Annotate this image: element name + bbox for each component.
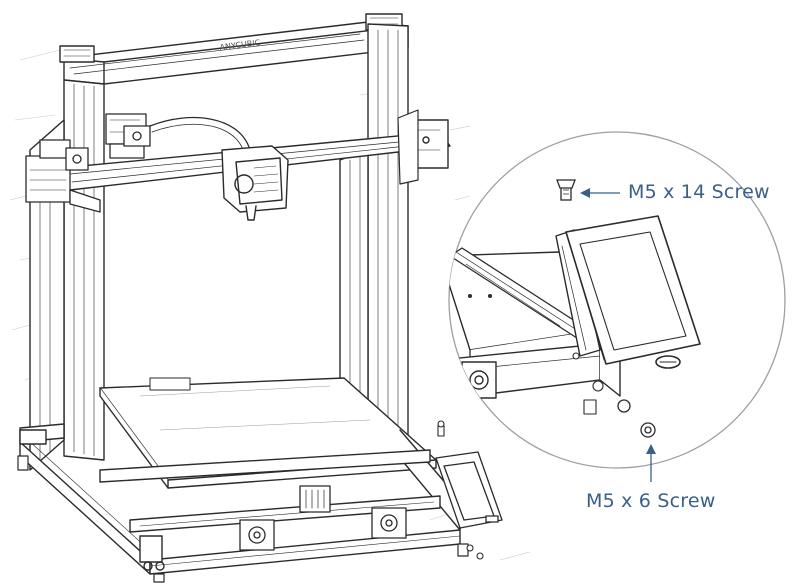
filament-tube (150, 118, 250, 150)
left-vertical-column (30, 80, 104, 470)
right-vertical-column (340, 24, 408, 440)
side-carriage (398, 110, 418, 184)
extruder-motor (106, 114, 150, 158)
m5x6-screw-label: M5 x 6 Screw (586, 490, 715, 512)
print-head (222, 146, 288, 220)
m5x14-screw-label: M5 x 14 Screw (628, 181, 770, 203)
